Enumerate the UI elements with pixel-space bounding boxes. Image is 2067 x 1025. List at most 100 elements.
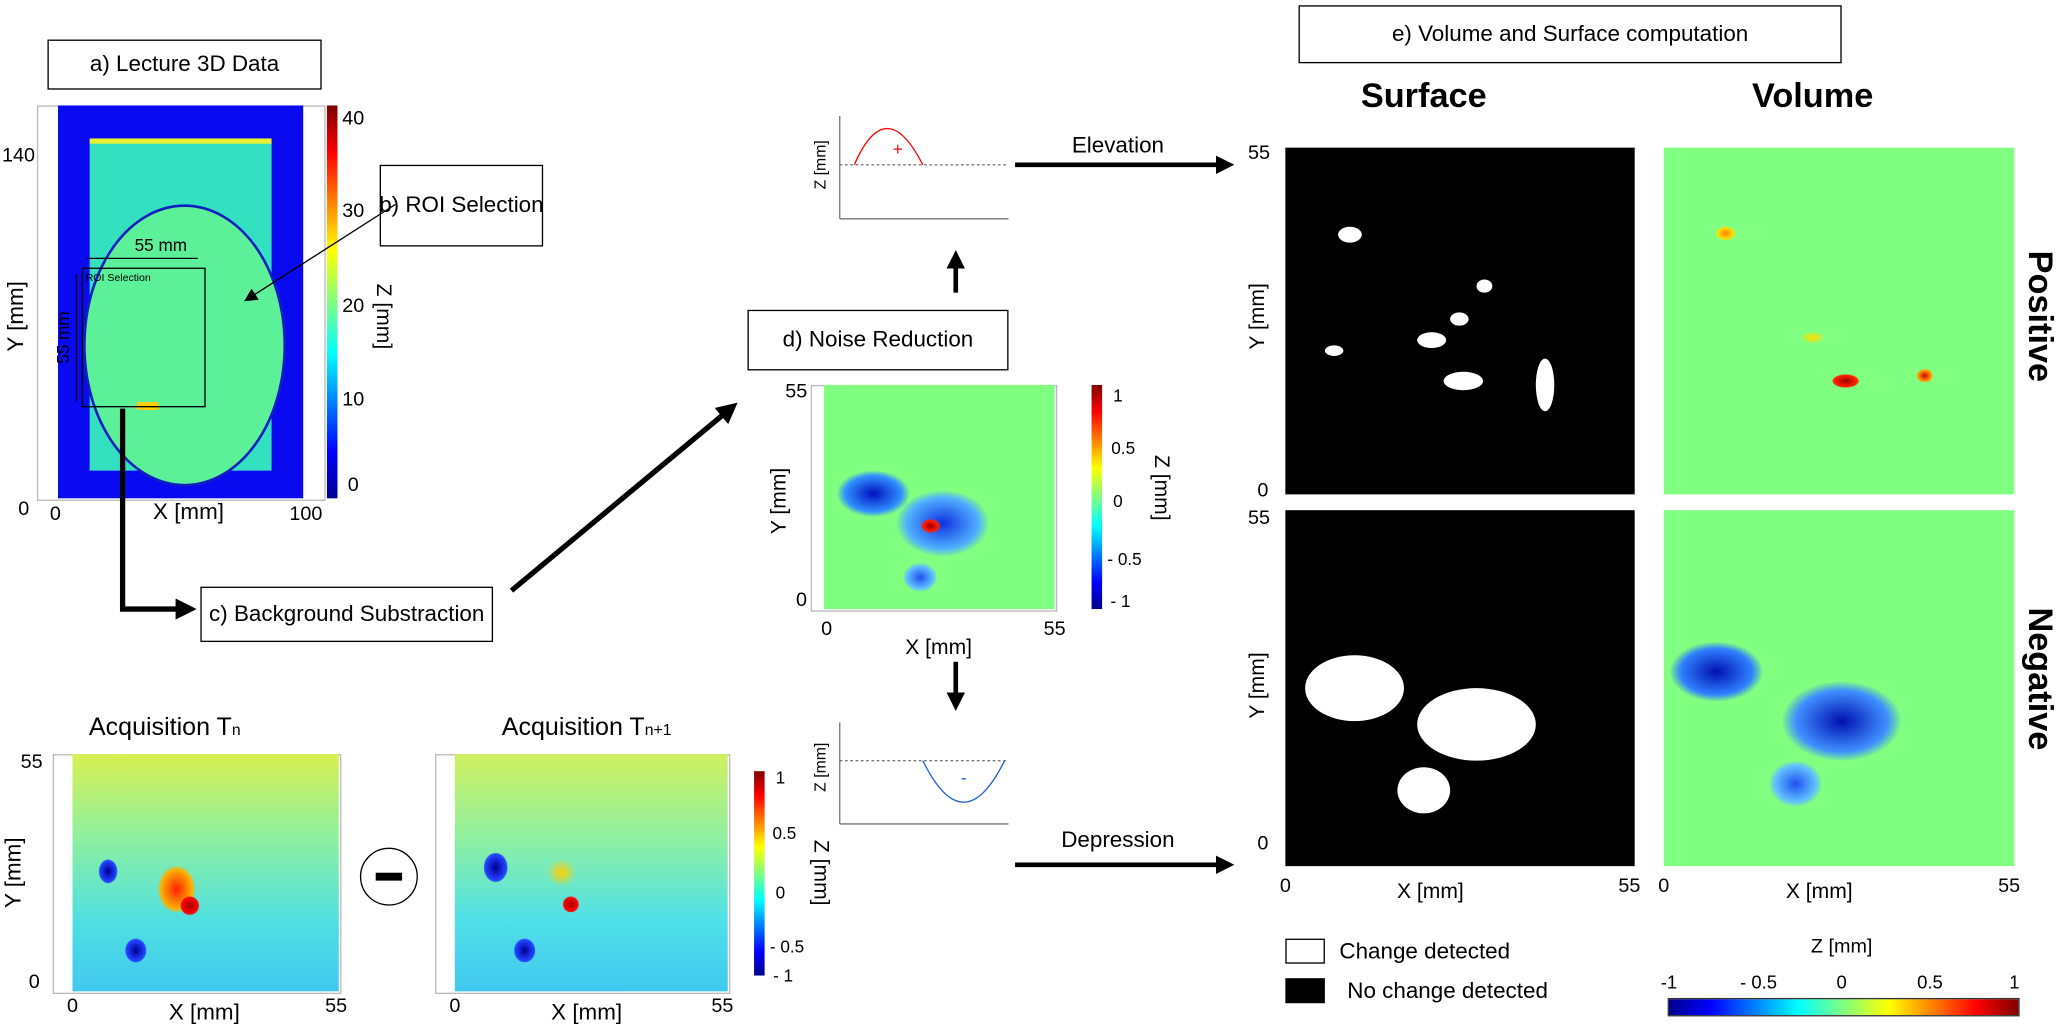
change-patch	[1443, 371, 1484, 391]
y-tick: 0	[18, 497, 30, 521]
panel-c-label-box: c) Background Substraction	[200, 586, 494, 643]
colorbar-tick: - 1	[1110, 591, 1131, 612]
blob	[180, 896, 200, 915]
change-patch	[1417, 688, 1536, 761]
panel-a-label: a) Lecture 3D Data	[89, 51, 280, 77]
dimension-vertical: 55 mm	[53, 311, 74, 364]
colorbar-tick: 1	[1113, 385, 1123, 406]
x-tick: 55	[711, 994, 734, 1018]
blob	[547, 859, 577, 886]
z-axis-label: Z [mm]	[1149, 454, 1172, 521]
horizontal-colorbar-label: Z [mm]	[1810, 935, 1873, 958]
depression-sign: -	[960, 767, 967, 788]
x-tick: 55	[1043, 617, 1066, 641]
panel-d-colorbar	[1091, 384, 1103, 610]
y-tick: 0	[796, 588, 808, 612]
colorbar-tick: 30	[342, 199, 365, 223]
x-tick: 0	[67, 994, 79, 1018]
x-axis-label: X [mm]	[905, 636, 973, 660]
change-patch	[1476, 279, 1493, 293]
colorbar-tick: - 0.5	[1107, 549, 1142, 569]
change-patch	[1397, 767, 1451, 814]
change-patch	[1417, 332, 1447, 349]
elevation-sign: +	[892, 139, 903, 159]
change-patch	[1450, 312, 1469, 326]
y-tick: 55	[1247, 506, 1270, 530]
colorbar-tick: 0	[1113, 491, 1123, 511]
colorbar-tick: 40	[342, 107, 365, 130]
blob	[1716, 226, 1735, 240]
panel-a-label-box: a) Lecture 3D Data	[47, 39, 322, 90]
panel-d-label-box: d) Noise Reduction	[747, 309, 1009, 371]
acq-n-heatmap	[72, 754, 339, 992]
y-tick: 140	[1, 144, 35, 167]
x-tick: 55	[325, 994, 348, 1018]
panel-d-label: d) Noise Reduction	[782, 326, 974, 352]
x-tick: 0	[49, 502, 61, 526]
panel-c-label: c) Background Substraction	[209, 601, 485, 627]
panel-b-label: b) ROI Selection	[379, 192, 544, 218]
change-patch	[1324, 345, 1344, 356]
y-axis-label: Y [mm]	[3, 281, 29, 352]
blob	[1916, 369, 1933, 383]
colorbar-tick: 0.5	[1111, 438, 1136, 459]
positive-row-title: Positive	[2020, 250, 2061, 383]
colorbar-tick: 0	[1836, 971, 1847, 993]
x-tick: 100	[289, 502, 323, 526]
roi-rectangle	[81, 267, 206, 408]
change-patch	[1535, 358, 1555, 412]
blob	[1832, 374, 1859, 388]
y-tick: 55	[785, 380, 808, 403]
scan-edge	[89, 138, 272, 144]
z-axis-label: Z [mm]	[371, 283, 395, 350]
colorbar-tick: 10	[342, 388, 365, 411]
depression-graph-z-label: Z [mm]	[810, 742, 830, 792]
y-tick: 55	[20, 750, 43, 774]
blob	[562, 896, 579, 913]
legend-swatch-no-change	[1285, 978, 1325, 1004]
colorbar-tick: 0	[347, 473, 359, 497]
blob	[1769, 760, 1822, 807]
panel-b-label-box: b) ROI Selection	[379, 164, 544, 247]
legend-swatch-change	[1285, 938, 1325, 964]
change-patch	[1305, 655, 1404, 722]
colorbar-tick: -1	[1660, 971, 1678, 993]
x-axis-label: X [mm]	[168, 999, 240, 1025]
blob	[514, 938, 536, 963]
x-tick: 0	[1658, 874, 1670, 898]
panel-c-colorbar	[754, 771, 765, 976]
elevation-label: Elevation	[1071, 132, 1165, 158]
depression-label: Depression	[1061, 827, 1175, 853]
blob	[125, 938, 147, 963]
blob	[896, 490, 989, 557]
colorbar-tick: 0	[775, 882, 786, 903]
x-tick: 0	[1279, 874, 1291, 898]
blob	[1670, 642, 1763, 702]
surface-positive-map	[1285, 147, 1635, 495]
blob	[1782, 681, 1901, 761]
acq-n1-heatmap	[454, 754, 728, 992]
negative-row-title: Negative	[2020, 607, 2061, 751]
blob	[483, 852, 508, 882]
blob	[837, 470, 910, 517]
y-tick: 0	[1257, 832, 1269, 855]
horizontal-colorbar	[1667, 997, 2020, 1017]
blob	[98, 859, 118, 884]
colorbar-tick: 1	[775, 767, 786, 788]
panel-e-label-box: e) Volume and Surface computation	[1298, 5, 1842, 64]
x-tick: 55	[1998, 874, 2021, 898]
z-axis-label: Z [mm]	[809, 839, 832, 906]
y-axis-label: Y [mm]	[1247, 652, 1270, 719]
colorbar-tick: - 0.5	[769, 936, 805, 957]
flow-arrow-c-to-d	[509, 402, 738, 593]
volume-negative-map	[1663, 510, 2015, 867]
colorbar-tick: - 0.5	[1740, 971, 1778, 993]
panel-e-label: e) Volume and Surface computation	[1391, 21, 1749, 47]
minus-operator	[359, 847, 418, 906]
minus-icon	[375, 872, 403, 881]
volume-positive-map	[1663, 147, 2015, 495]
colorbar-tick: 0.5	[1917, 971, 1943, 993]
y-axis-label: Y [mm]	[1247, 283, 1270, 350]
y-tick: 0	[28, 970, 40, 994]
